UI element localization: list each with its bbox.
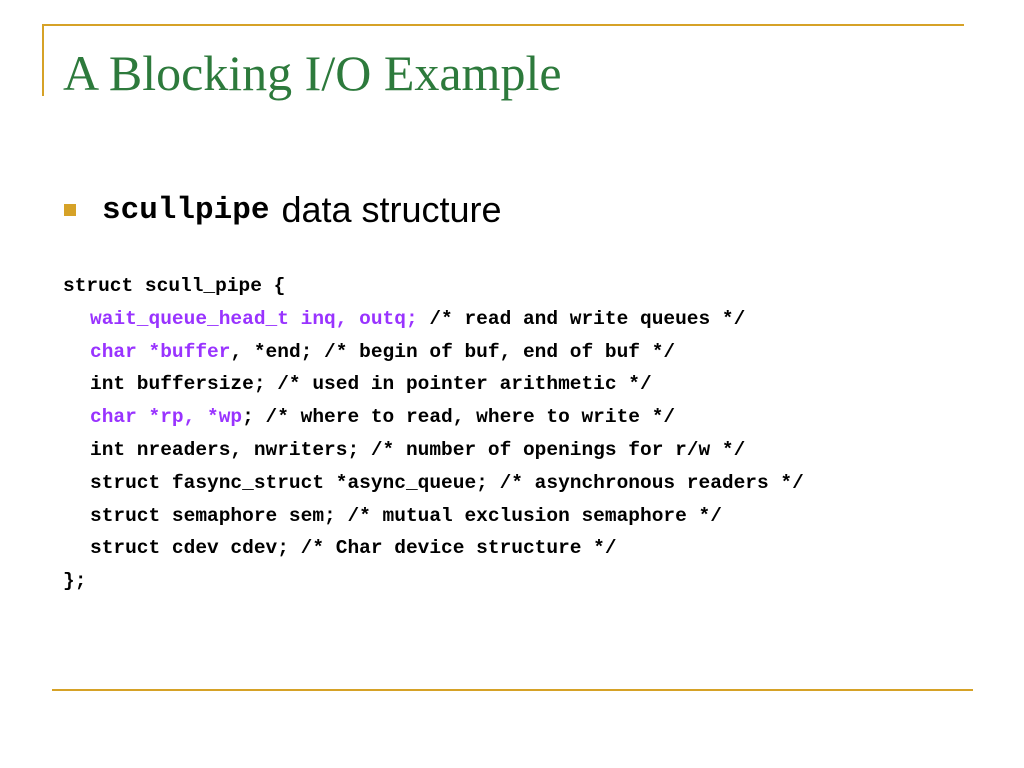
code-text: , *end; /* begin of buf, end of buf */ [230,340,676,363]
code-block: struct scull_pipe { wait_queue_head_t in… [63,270,804,598]
code-highlight: char *rp, *wp [90,406,243,429]
code-line-4: int buffersize; /* used in pointer arith… [90,373,652,396]
code-line-6: int nreaders, nwriters; /* number of ope… [90,438,746,461]
code-highlight: char *buffer [90,340,231,363]
frame-bottom-rule [52,689,973,691]
frame-left-rule [42,24,44,96]
square-bullet-icon [64,204,76,216]
code-line-8: struct semaphore sem; /* mutual exclusio… [90,504,722,527]
code-line-5: char *rp, *wp; /* where to read, where t… [63,401,804,434]
bullet-text: data structure [281,189,502,230]
code-line-9: struct cdev cdev; /* Char device structu… [90,537,617,560]
code-text: ; /* where to read, where to write */ [242,406,676,429]
code-line-10: }; [63,570,87,593]
code-text: /* read and write queues */ [417,307,746,330]
code-line-3: char *buffer, *end; /* begin of buf, end… [63,336,804,369]
bullet-item: scullpipe data structure [64,186,502,234]
code-highlight: wait_queue_head_t inq, outq; [90,307,418,330]
slide-title: A Blocking I/O Example [63,45,562,101]
bullet-term: scullpipe [102,192,270,228]
code-line-2: wait_queue_head_t inq, outq; /* read and… [63,303,804,336]
code-line-1: struct scull_pipe { [63,275,286,297]
code-line-7: struct fasync_struct *async_queue; /* as… [90,471,804,494]
frame-top-rule [42,24,964,26]
